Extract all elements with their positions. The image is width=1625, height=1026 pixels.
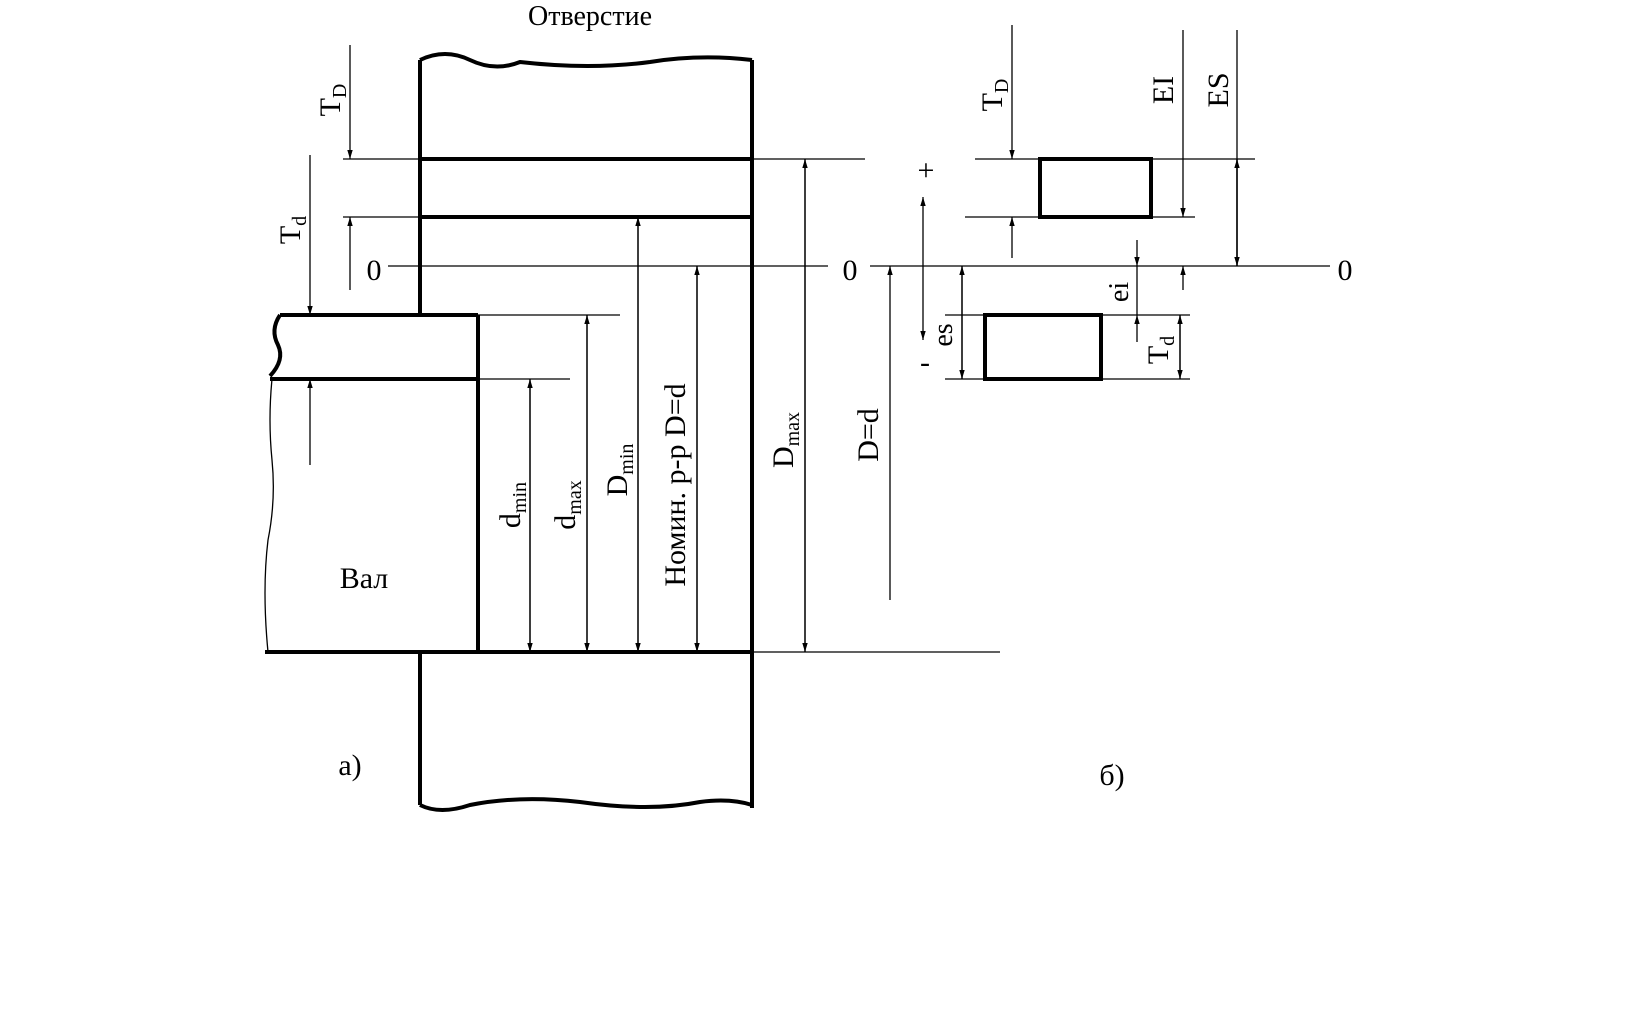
EI-label: EI [1147,76,1180,104]
minus-sign: - [920,346,930,379]
hole-top-break [419,52,753,69]
ei-label: ei [1104,282,1135,302]
T-d-label-a: Td [274,216,311,244]
part-b: 0 + - б) TD EI ES ei es Td [870,25,1353,792]
hole-bottom-break [419,797,753,812]
hole-tolerance-field [1038,157,1153,219]
ES-label: ES [1202,72,1235,107]
caption-a: а) [338,749,361,782]
plus-sign: + [918,154,935,187]
shaft-tolerance-field [983,313,1103,381]
caption-b: б) [1099,759,1124,792]
T-D-label-b: TD [976,79,1013,112]
es-label: es [928,323,959,346]
part-a: Отверстие Вал а) 0 0 TD Td dmin dmax Dmi… [264,1,1000,812]
D-min-label: Dmin [601,444,638,497]
zero-label-mid: 0 [843,254,858,287]
hole-title: Отверстие [528,1,652,32]
d-min-label: dmin [494,482,531,528]
D-max-label: Dmax [767,412,804,468]
shaft-label: Вал [340,562,389,595]
shaft-left-break [264,378,274,653]
shaft-top-left-break [268,313,283,378]
D-eq-d-label: D=d [852,408,885,462]
d-max-label: dmax [549,480,586,529]
zero-label-right: 0 [1338,254,1353,287]
T-D-label-a: TD [314,84,351,117]
T-d-label-b: Td [1142,336,1179,364]
nominal-label: Номин. р-р D=d [659,383,692,586]
zero-label-left: 0 [367,254,382,287]
